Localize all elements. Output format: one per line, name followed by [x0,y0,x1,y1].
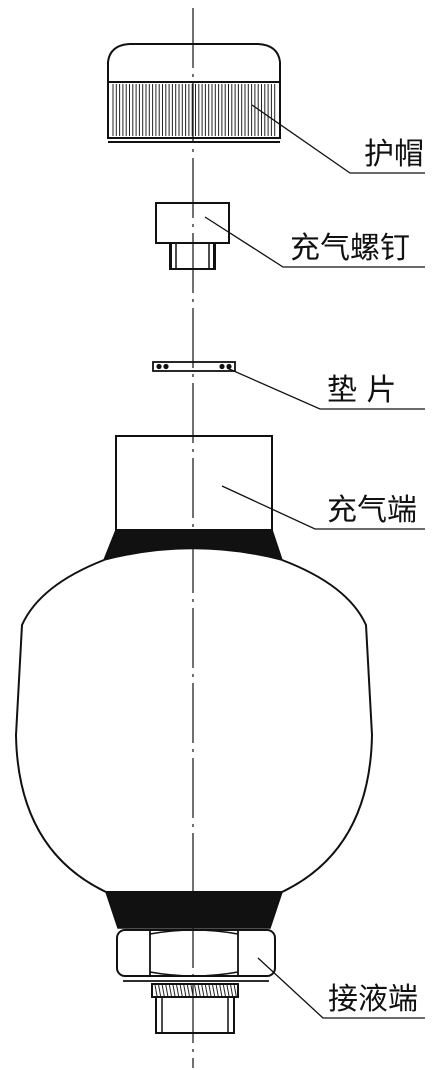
label-charging-screw: 充气螺钉 [290,231,410,266]
shell-body [14,559,374,893]
leader-charging-end [221,485,425,530]
leader-liquid-end [257,957,425,1019]
label-cap: 护帽 [364,137,424,172]
leader-charging-screw [204,216,425,268]
charging-screw-part [155,202,230,270]
liquid-end-part [104,891,284,1034]
label-gasket: 垫 片 [327,373,397,408]
label-liquid-end: 接液端 [328,982,418,1017]
leader-gasket [226,367,425,410]
label-charging-end: 充气端 [327,493,417,528]
charging-end-part [102,435,284,562]
leader-lines [204,104,425,1019]
gasket-part [152,361,236,372]
leader-cap [251,104,425,174]
cap-part [107,43,281,143]
